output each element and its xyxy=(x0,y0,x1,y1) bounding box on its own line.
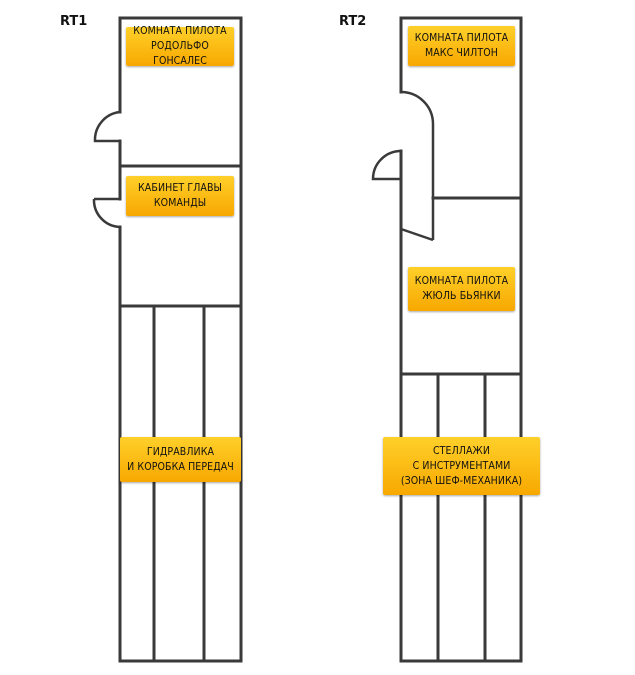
rt2-pilot-room-chilton-label: КОМНАТА ПИЛОТА МАКС ЧИЛТОН xyxy=(408,26,515,66)
rt2-pilot-room-bianchi-label: КОМНАТА ПИЛОТА ЖЮЛЬ БЬЯНКИ xyxy=(408,267,515,311)
rt1-outer-wall xyxy=(118,16,243,663)
rt1-team-principal-office-label: КАБИНЕТ ГЛАВЫ КОМАНДЫ xyxy=(126,176,234,216)
rt2-tool-racks-label: СТЕЛЛАЖИ С ИНСТРУМЕНТАМИ (ЗОНА ШЕФ-МЕХАН… xyxy=(383,437,540,495)
rt2-outer-wall xyxy=(399,16,523,663)
rt2-title: RT2 xyxy=(339,14,367,29)
rt1-title: RT1 xyxy=(60,14,88,29)
rt1-plan xyxy=(92,16,243,663)
rt1-hydraulics-gearbox-label: ГИДРАВЛИКА И КОРОБКА ПЕРЕДАЧ xyxy=(120,437,241,482)
rt1-door-1 xyxy=(93,110,121,143)
rt2-door-1 xyxy=(400,90,435,242)
rt2-door-2 xyxy=(371,149,402,181)
rt1-pilot-room-label: КОМНАТА ПИЛОТА РОДОЛЬФО ГОНСАЛЕС xyxy=(126,25,234,67)
rt2-plan xyxy=(371,16,523,663)
rt1-door-2 xyxy=(92,197,121,229)
